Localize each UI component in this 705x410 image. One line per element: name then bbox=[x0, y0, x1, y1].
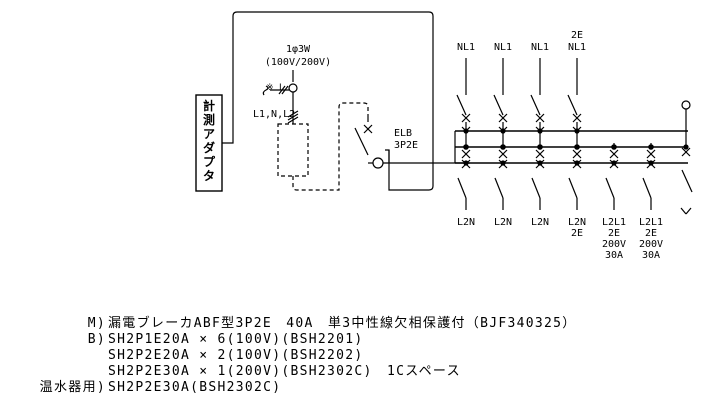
busbar-junction-icon bbox=[500, 128, 506, 134]
branch-upper-cross-icon bbox=[498, 113, 508, 123]
elb-trip-icon bbox=[372, 157, 384, 169]
neutral-terminal bbox=[680, 100, 693, 215]
branch-lower-cross-icon bbox=[535, 149, 545, 159]
busbar-junction-icon bbox=[463, 160, 469, 166]
spec-list: M) 漏電ブレーカABF型3P2E 40A 単3中性線欠相保護付（BJF3403… bbox=[40, 315, 577, 395]
adapter-label: 計測アダプタ bbox=[203, 98, 216, 183]
enclosure-outline bbox=[222, 11, 434, 191]
spec-line: 漏電ブレーカABF型3P2E 40A 単3中性線欠相保護付（BJF340325） bbox=[108, 315, 577, 331]
branch-top-label: NL1 bbox=[457, 42, 475, 53]
branch-lower-cross-icon bbox=[572, 159, 582, 169]
supply-lines: L1,N,L2 bbox=[253, 109, 295, 120]
meter-dashed-box bbox=[277, 102, 369, 191]
branch-bottom-label: 30A bbox=[642, 250, 660, 261]
branch-bottom-label: 2E bbox=[608, 228, 620, 239]
branch-upper-switch-icon bbox=[567, 94, 578, 116]
branch-bottom-label: 2E bbox=[571, 228, 583, 239]
branch-bottom-label: 30A bbox=[605, 250, 623, 261]
branch-top-label: NL1 bbox=[568, 42, 586, 53]
branch-bottom-label: 200V bbox=[639, 239, 663, 250]
busbar-junction-icon bbox=[463, 128, 469, 134]
branch-lower-switch-icon bbox=[568, 177, 578, 199]
main-breaker-name: ELB bbox=[394, 128, 412, 139]
branch-bottom-label: L2N bbox=[531, 217, 549, 228]
branch-lower-switch-icon bbox=[642, 177, 652, 199]
supply-voltage: (100V/200V) bbox=[265, 57, 331, 68]
spec-line: SH2P2E20A × 2(100V)(BSH2202) bbox=[108, 348, 364, 363]
busbar-junction-icon bbox=[574, 128, 580, 134]
busbar-junction-icon bbox=[537, 128, 543, 134]
busbar-junction-icon bbox=[611, 144, 617, 150]
busbar-junction-icon bbox=[500, 160, 506, 166]
branch-lower-cross-icon bbox=[572, 149, 582, 159]
branch-breakers: NL1L2NNL1L2NNL1L2N2ENL1L2N2EL2L12E200V30… bbox=[456, 30, 663, 261]
spec-line: SH2P2E30A(BSH2302C) bbox=[108, 380, 281, 395]
measurement-adapter: 計測アダプタ bbox=[195, 94, 223, 192]
busbar-junction-icon bbox=[500, 144, 506, 150]
busbar-junction-icon bbox=[574, 160, 580, 166]
busbar-junction-icon bbox=[574, 144, 580, 150]
spec-line: SH2P2E30A × 1(200V)(BSH2302C) 1Cスペース bbox=[108, 364, 461, 379]
branch-lower-switch-icon bbox=[494, 177, 504, 199]
branch-lower-cross-icon bbox=[646, 149, 656, 159]
note-mark: ※ bbox=[266, 83, 274, 93]
busbar-junction-icon bbox=[463, 144, 469, 150]
supply-phase: 1φ3W bbox=[286, 44, 311, 55]
spec-prefix: B) bbox=[88, 332, 106, 347]
busbar-junction-icon bbox=[648, 144, 654, 150]
main-breaker-type: 3P2E bbox=[394, 140, 418, 151]
branch-upper-cross-icon bbox=[572, 113, 582, 123]
branch-lower-cross-icon bbox=[461, 149, 471, 159]
spec-line: SH2P1E20A × 6(100V)(BSH2201) bbox=[108, 332, 364, 347]
branch-upper-cross-icon bbox=[461, 113, 471, 123]
branch-bottom-label: L2N bbox=[457, 217, 475, 228]
busbar-junction-icon bbox=[537, 144, 543, 150]
branch-lower-switch-icon bbox=[457, 177, 467, 199]
branch-lower-switch-icon bbox=[605, 177, 615, 199]
branch-bottom-label: L2L1 bbox=[602, 217, 626, 228]
supply-terminal-icon bbox=[288, 83, 298, 93]
busbar-junction-icon bbox=[611, 160, 617, 166]
ct-wire-icon bbox=[262, 85, 269, 96]
branch-lower-cross-icon bbox=[461, 159, 471, 169]
branch-upper-switch-icon bbox=[456, 94, 467, 116]
branch-bottom-label: 2E bbox=[645, 228, 657, 239]
spec-prefix: M) bbox=[88, 316, 106, 331]
branch-upper-switch-icon bbox=[493, 94, 504, 116]
branch-upper-cross-icon bbox=[535, 113, 545, 123]
branch-top-label: NL1 bbox=[531, 42, 549, 53]
branch-top-label: 2E bbox=[571, 30, 583, 41]
busbar-junction-icon bbox=[537, 160, 543, 166]
branch-lower-cross-icon bbox=[646, 159, 656, 169]
branch-lower-cross-icon bbox=[609, 149, 619, 159]
busbar-junction-icon bbox=[648, 160, 654, 166]
branch-lower-cross-icon bbox=[535, 159, 545, 169]
note-sub: I bbox=[279, 83, 282, 93]
branch-upper-switch-icon bbox=[530, 94, 541, 116]
branch-lower-cross-icon bbox=[609, 159, 619, 169]
branch-top-label: NL1 bbox=[494, 42, 512, 53]
branch-bottom-label: L2L1 bbox=[639, 217, 663, 228]
branch-bottom-label: L2N bbox=[568, 217, 586, 228]
branch-bottom-label: 200V bbox=[602, 239, 626, 250]
spec-prefix: 温水器用) bbox=[40, 380, 106, 395]
branch-bottom-label: L2N bbox=[494, 217, 512, 228]
branch-lower-switch-icon bbox=[531, 177, 541, 199]
branch-lower-cross-icon bbox=[498, 159, 508, 169]
branch-lower-cross-icon bbox=[498, 149, 508, 159]
